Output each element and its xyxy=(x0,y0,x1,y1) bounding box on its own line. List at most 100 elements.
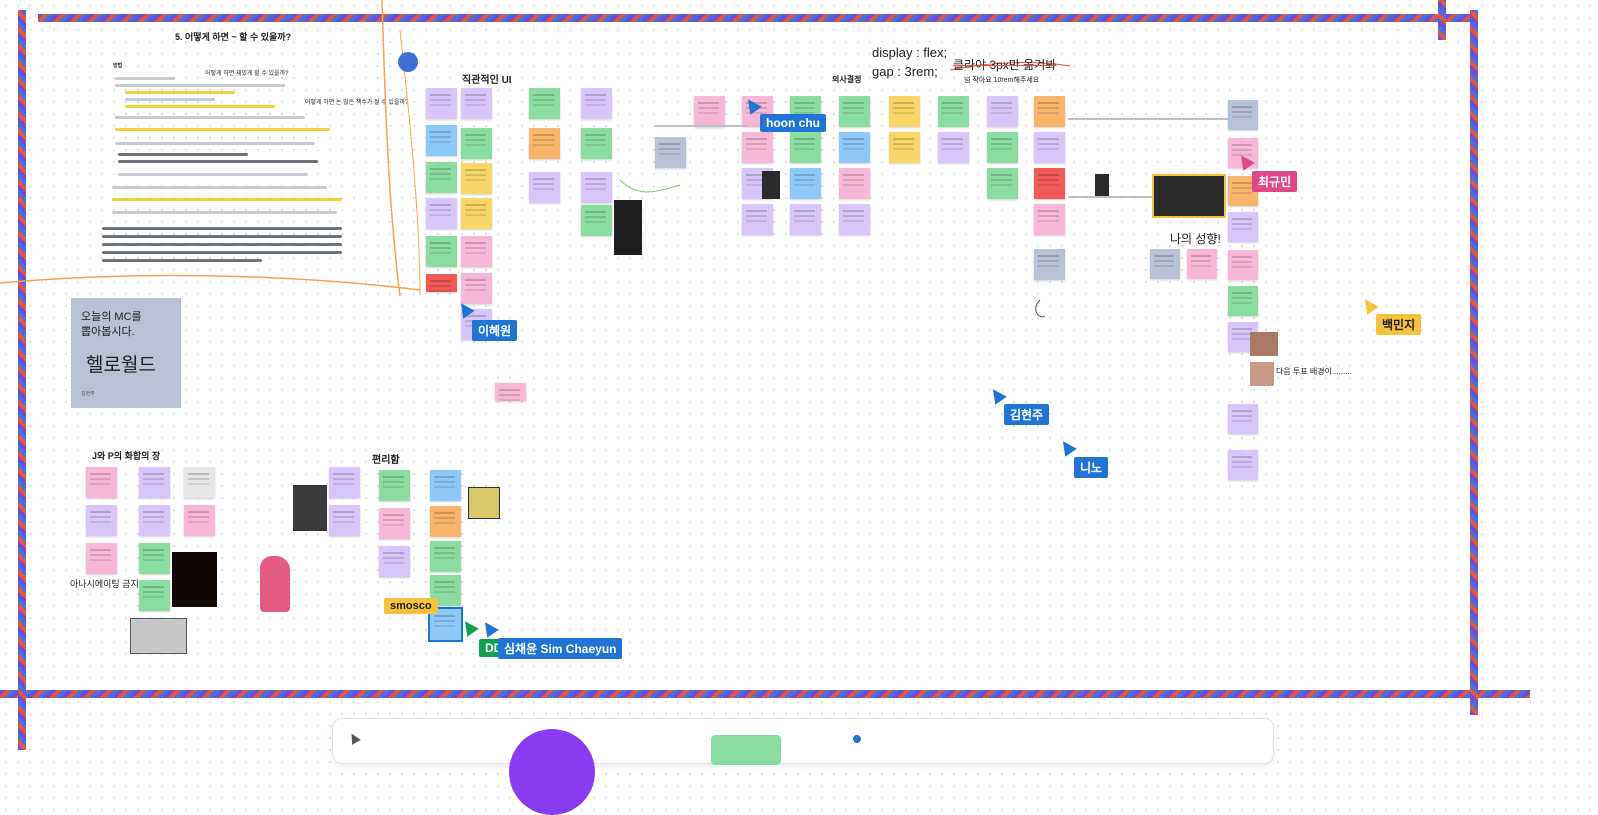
sticky-note[interactable] xyxy=(987,96,1018,127)
cursor-label: 백민지 xyxy=(1376,314,1422,335)
letter-p-image[interactable] xyxy=(260,556,290,612)
sticky-note[interactable] xyxy=(1034,204,1065,235)
doc-subheading: 어떻게 하면 재밌게 할 수 있을까? xyxy=(205,71,289,77)
shape-tool-circle[interactable] xyxy=(509,729,595,815)
sticky-note[interactable] xyxy=(839,132,870,163)
sticky-note[interactable] xyxy=(889,96,920,127)
sticky-note[interactable] xyxy=(430,541,461,572)
sticky-note[interactable] xyxy=(839,96,870,127)
sticky-note[interactable] xyxy=(329,467,360,498)
photo-thumbnail[interactable] xyxy=(130,618,187,654)
cursor-label: smosco xyxy=(384,598,438,614)
sticky-note[interactable] xyxy=(839,168,870,199)
bottom-toolbar[interactable] xyxy=(332,718,1274,815)
sticky-note[interactable] xyxy=(430,470,461,501)
sticky-note[interactable] xyxy=(1228,100,1258,130)
cursor-label: hoon chu xyxy=(760,114,826,132)
sticky-note[interactable] xyxy=(428,607,463,642)
sticky-note[interactable] xyxy=(581,205,612,236)
sticky-note[interactable] xyxy=(426,236,457,267)
sticky-note[interactable] xyxy=(839,204,870,235)
sticky-note[interactable] xyxy=(742,132,773,163)
sticky-note[interactable] xyxy=(1034,168,1065,199)
sticky-note[interactable] xyxy=(495,383,526,401)
sticky-note[interactable] xyxy=(379,508,410,539)
photo-thumbnail[interactable] xyxy=(468,487,500,519)
sticky-note[interactable] xyxy=(1187,249,1217,279)
my-tendency: 나의 성향! xyxy=(1170,232,1221,246)
frame-border-right xyxy=(1470,10,1478,715)
sticky-note[interactable] xyxy=(1228,212,1258,242)
sticky-note[interactable] xyxy=(461,198,492,229)
sticky-note[interactable] xyxy=(1034,249,1065,280)
face-photo[interactable] xyxy=(1250,362,1274,386)
sticky-note[interactable] xyxy=(987,168,1018,199)
sticky-note[interactable] xyxy=(694,96,725,127)
sticky-note[interactable] xyxy=(581,172,612,203)
mc-line3: 헬로월드 xyxy=(86,355,156,376)
sticky-note[interactable] xyxy=(184,505,215,536)
sticky-note[interactable] xyxy=(938,132,969,163)
cursor-label: 니노 xyxy=(1074,457,1109,478)
sticky-note[interactable] xyxy=(139,505,170,536)
dark-screenshot-thumbnail[interactable] xyxy=(762,171,780,199)
sticky-note[interactable] xyxy=(1034,96,1065,127)
sticky-note[interactable] xyxy=(581,128,612,159)
sticky-note[interactable] xyxy=(1228,450,1258,480)
pie-widget[interactable] xyxy=(398,52,418,72)
face-photo[interactable] xyxy=(1250,332,1278,356)
sticky-note[interactable] xyxy=(461,128,492,159)
pen-tool-icon[interactable] xyxy=(853,735,861,743)
sticky-note[interactable] xyxy=(581,88,612,119)
pointer-tool-icon[interactable] xyxy=(347,731,361,745)
sticky-note[interactable] xyxy=(1034,132,1065,163)
sticky-note[interactable] xyxy=(461,273,492,304)
sticky-note[interactable] xyxy=(1228,250,1258,280)
sticky-note[interactable] xyxy=(379,546,410,577)
sticky-note[interactable] xyxy=(329,505,360,536)
sticky-note[interactable] xyxy=(86,467,117,498)
sticky-note[interactable] xyxy=(1228,286,1258,316)
sticky-note[interactable] xyxy=(430,506,461,537)
cursor-label: 최규민 xyxy=(1252,171,1298,192)
sticky-note[interactable] xyxy=(184,467,215,498)
sticky-note[interactable] xyxy=(139,467,170,498)
sticky-note[interactable] xyxy=(529,128,560,159)
sticky-note[interactable] xyxy=(426,88,457,119)
dark-screenshot-thumbnail[interactable] xyxy=(614,200,642,255)
sticky-note[interactable] xyxy=(655,137,686,168)
photo-thumbnail[interactable] xyxy=(293,485,327,531)
sticky-note[interactable] xyxy=(1228,404,1258,434)
sticky-note[interactable] xyxy=(426,274,457,292)
sticky-note[interactable] xyxy=(790,168,821,199)
sticky-note[interactable] xyxy=(461,88,492,119)
sticky-note[interactable] xyxy=(461,236,492,267)
sticky-note[interactable] xyxy=(86,505,117,536)
sticky-note[interactable] xyxy=(426,198,457,229)
banner-image[interactable] xyxy=(1152,174,1226,218)
sticky-note[interactable] xyxy=(1228,138,1258,168)
intuitive-ui-title: 직관적인 UI xyxy=(462,75,512,86)
dark-screenshot-thumbnail[interactable] xyxy=(1095,174,1109,198)
frame-border-top xyxy=(38,14,1478,22)
sticky-note[interactable] xyxy=(426,125,457,156)
sticky-tool[interactable] xyxy=(711,735,781,765)
sticky-note[interactable] xyxy=(790,204,821,235)
sticky-note[interactable] xyxy=(426,162,457,193)
sticky-note[interactable] xyxy=(1150,249,1180,279)
sticky-note[interactable] xyxy=(889,132,920,163)
sticky-note[interactable] xyxy=(86,543,117,574)
fire-letter-image[interactable] xyxy=(172,552,217,607)
sticky-note[interactable] xyxy=(790,132,821,163)
sticky-note[interactable] xyxy=(461,163,492,194)
sticky-note[interactable] xyxy=(987,132,1018,163)
sticky-note[interactable] xyxy=(529,172,560,203)
sticky-note[interactable] xyxy=(139,580,170,611)
sticky-note[interactable] xyxy=(529,88,560,119)
mc-card[interactable]: 오늘의 MC를 뽑아봅시다. 헬로월드 김현주 xyxy=(71,298,181,408)
sticky-note[interactable] xyxy=(139,543,170,574)
sticky-note[interactable] xyxy=(938,96,969,127)
sticky-note[interactable] xyxy=(379,470,410,501)
sticky-note[interactable] xyxy=(742,204,773,235)
